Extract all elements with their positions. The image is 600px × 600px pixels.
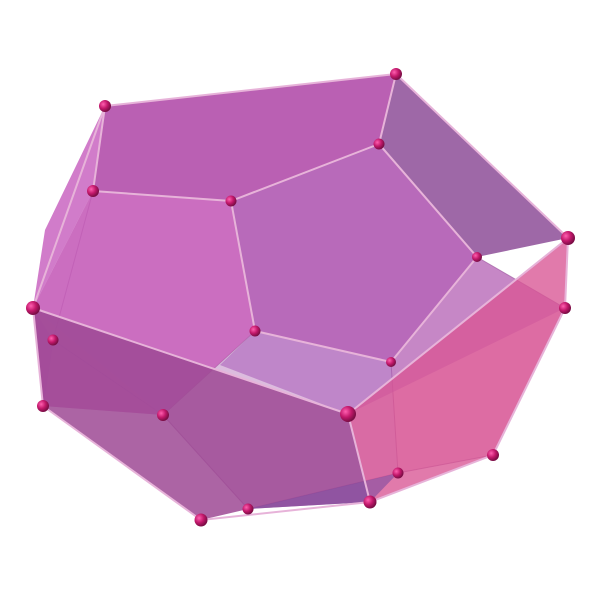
face-upper-right	[379, 74, 568, 257]
vertex-dot	[225, 195, 237, 207]
front-edge	[492, 307, 566, 456]
vertex-dot	[559, 302, 571, 314]
vertex-dot	[386, 357, 396, 367]
front-edge	[369, 454, 494, 503]
vertex-dot	[194, 513, 208, 527]
vertex-dot	[373, 138, 385, 150]
front-edge	[32, 105, 106, 309]
front-edge	[395, 73, 569, 239]
vertex-dot	[99, 100, 111, 112]
vertex-dot	[363, 495, 377, 509]
front-edge	[390, 256, 478, 363]
vertex-dot	[340, 406, 356, 422]
front-edge	[32, 307, 44, 407]
front-edge	[42, 405, 202, 521]
face-front-bottom-right	[348, 238, 568, 502]
front-edge	[92, 105, 106, 192]
front-edge	[347, 237, 569, 415]
front-edge	[230, 143, 380, 202]
front-edge	[378, 143, 478, 258]
front-edges	[32, 73, 569, 521]
vertex-dot	[242, 503, 254, 515]
front-edge	[230, 200, 256, 332]
vertex-dot	[87, 185, 99, 197]
vertex-dot	[249, 325, 261, 337]
front-edge	[200, 501, 371, 521]
front-edge	[347, 413, 371, 503]
vertex-dot	[157, 409, 169, 421]
face-center	[231, 144, 477, 362]
face-center-lower	[220, 257, 565, 414]
front-edge	[104, 73, 397, 107]
vertex-dot	[561, 231, 575, 245]
front-faces	[33, 74, 568, 520]
front-edge	[254, 330, 392, 363]
vertex-dot	[37, 400, 49, 412]
vertex-dot	[487, 449, 499, 461]
face-top	[93, 74, 396, 201]
vertices	[26, 68, 575, 527]
front-edge	[92, 190, 232, 202]
vertex-dot	[472, 252, 482, 262]
front-edge	[32, 307, 349, 415]
face-front-bottom-left	[33, 308, 370, 520]
front-edge	[378, 73, 397, 145]
vertex-dot	[47, 334, 59, 346]
face-bottom	[201, 473, 398, 520]
vertex-dot	[26, 301, 40, 315]
front-edge	[564, 237, 569, 309]
face-front-left	[33, 106, 105, 406]
vertex-dot	[392, 467, 404, 479]
vertex-dot	[390, 68, 402, 80]
